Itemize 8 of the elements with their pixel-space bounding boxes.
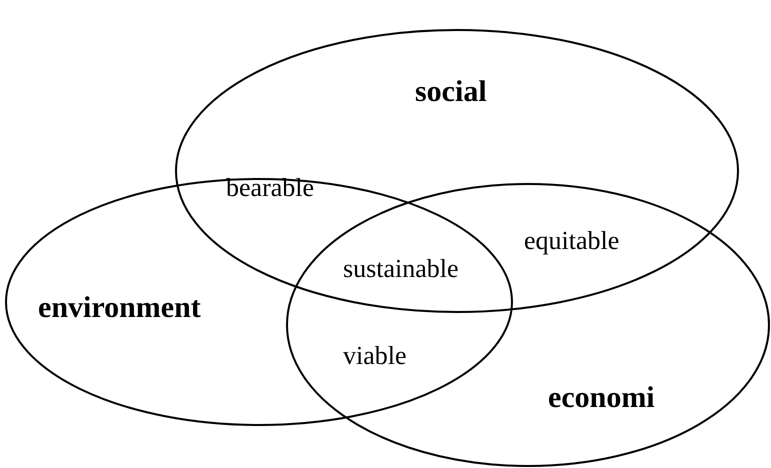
set-label: social: [415, 77, 487, 107]
set-label: environment: [38, 293, 201, 323]
set-label: economi: [548, 383, 655, 413]
overlap-label: sustainable: [343, 256, 459, 282]
venn-ellipse: [5, 178, 513, 426]
overlap-label: viable: [343, 343, 407, 369]
overlap-label: equitable: [524, 228, 620, 254]
overlap-label: bearable: [226, 175, 314, 201]
